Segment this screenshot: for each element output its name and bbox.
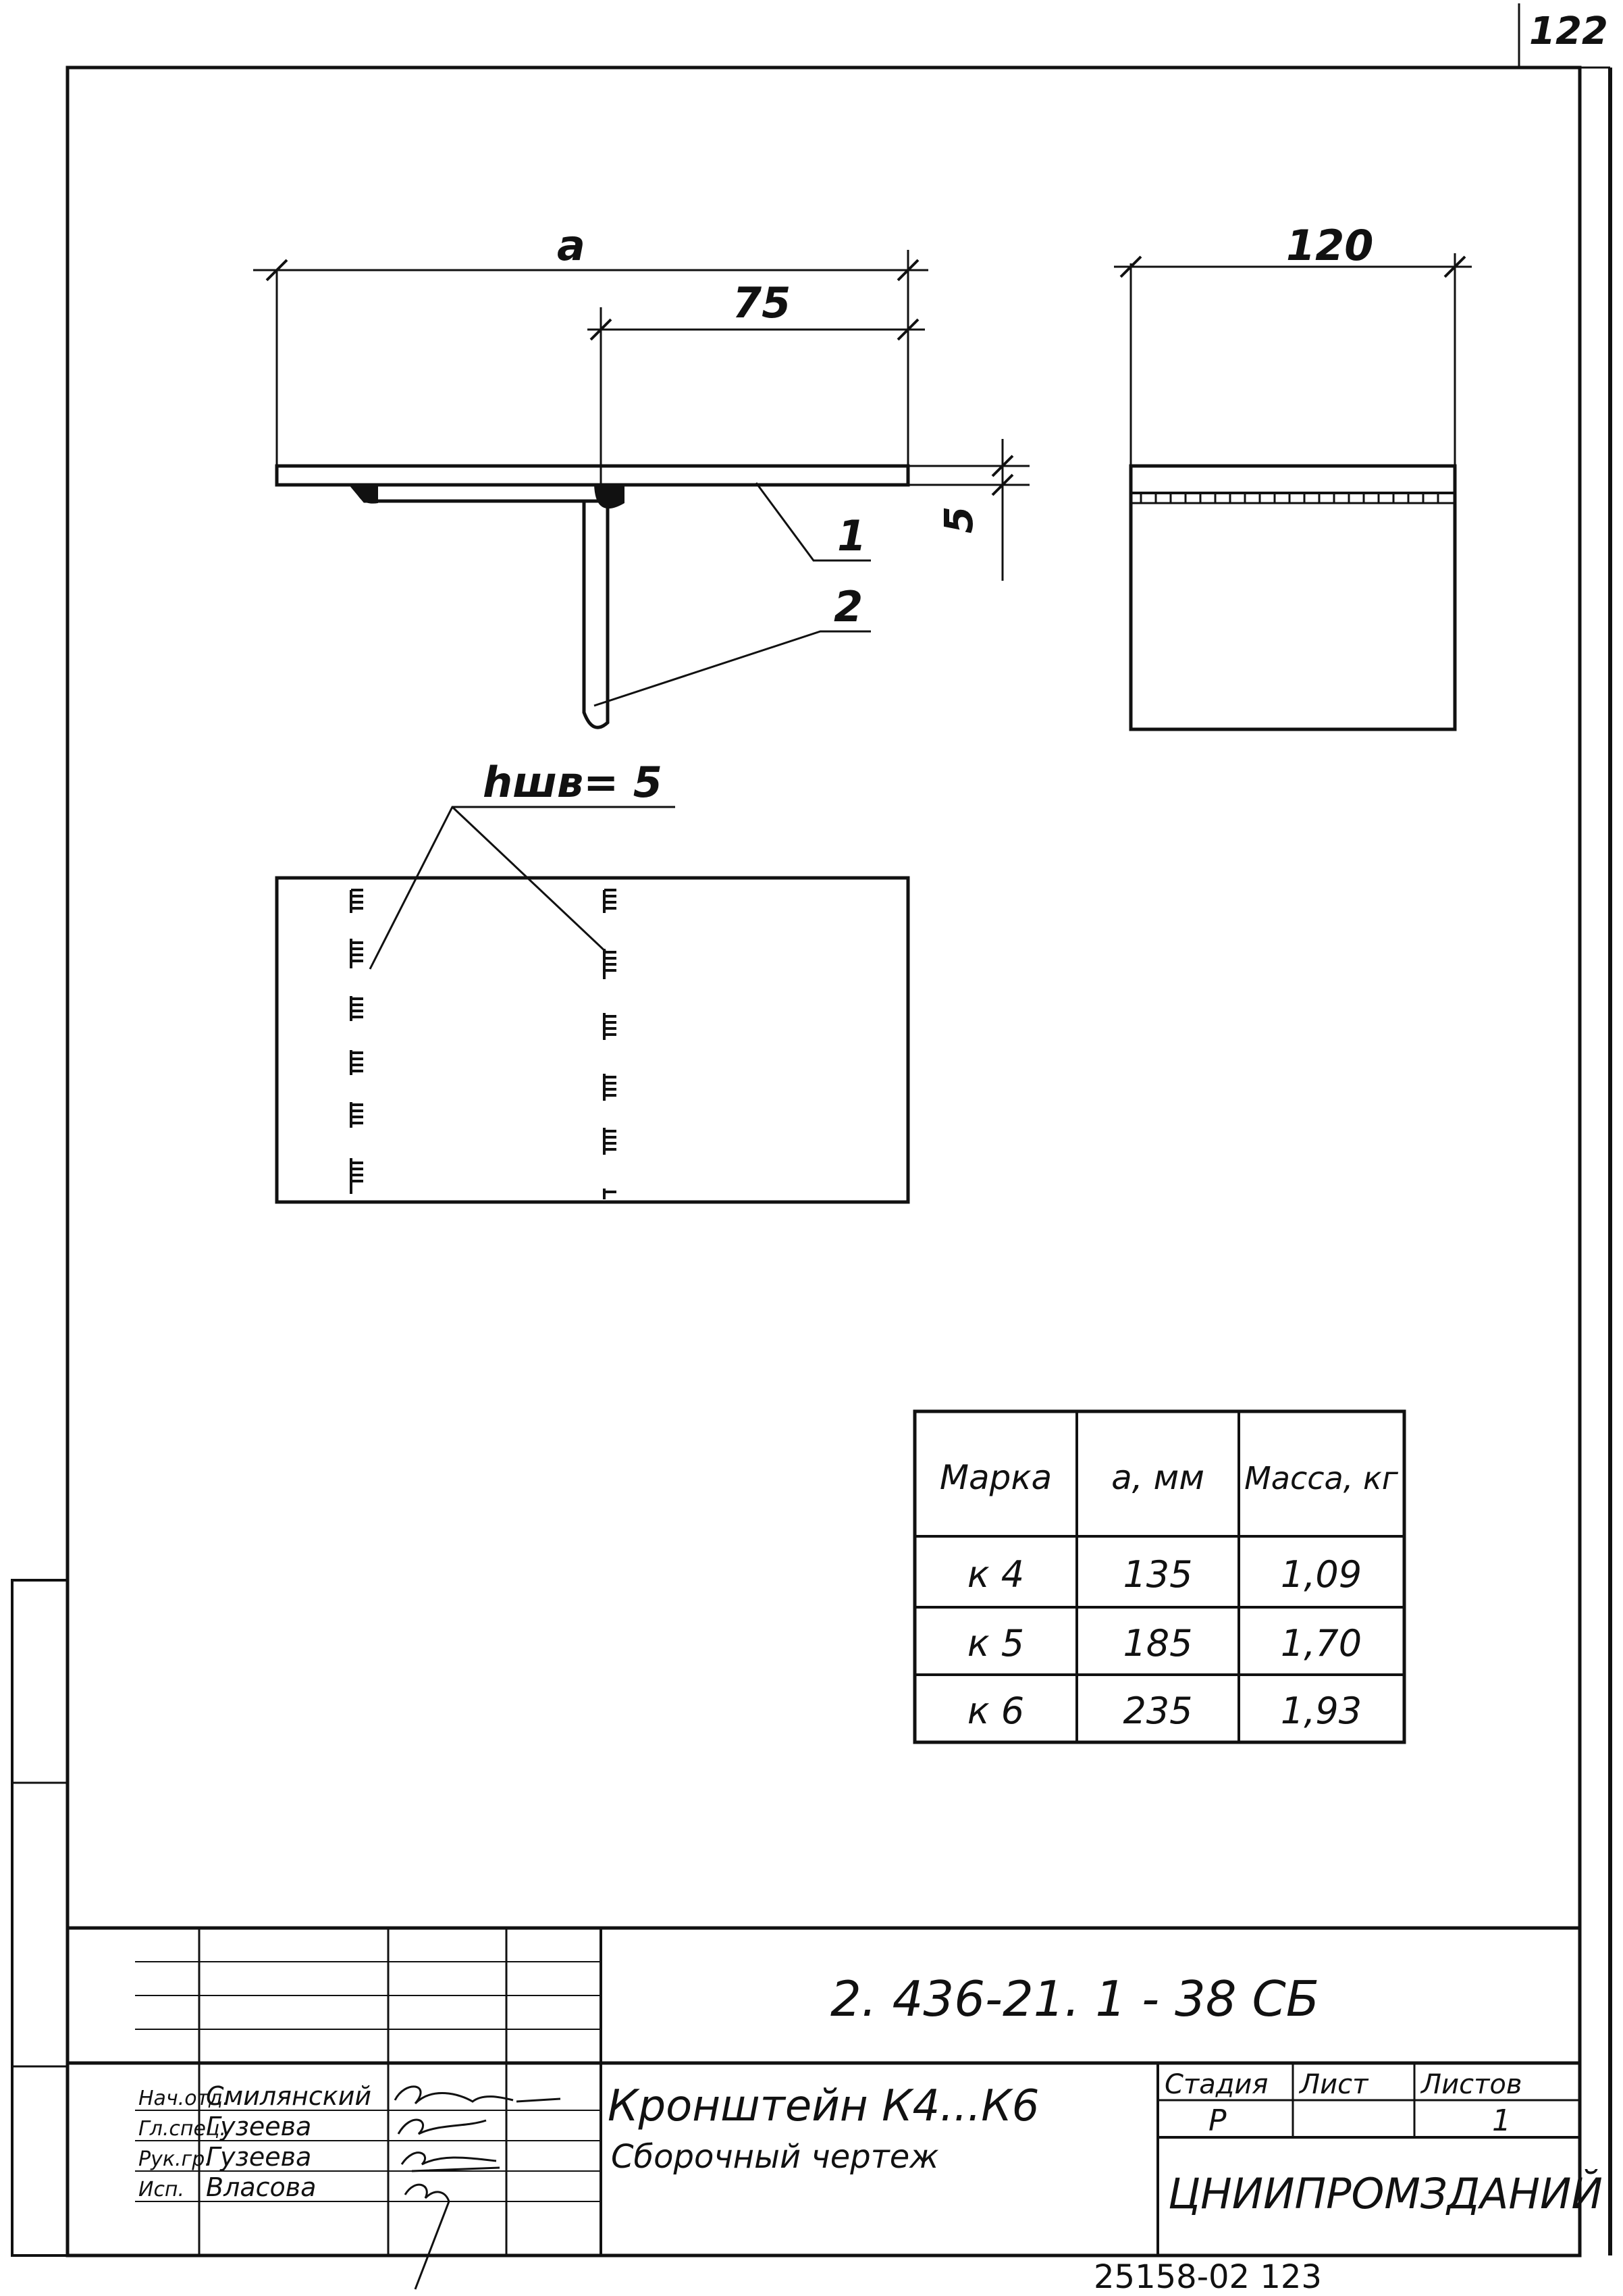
weld-symbols-left — [350, 889, 363, 1194]
signer-role: Гл.спец. — [138, 2117, 226, 2141]
weld-symbols-right — [603, 889, 616, 1199]
table-row-k6-a: 235 — [1123, 1690, 1192, 1732]
mark-table — [913, 1409, 1406, 1744]
sheet-label: Лист — [1298, 2069, 1369, 2100]
weld-size-note: hшв= 5 — [483, 758, 662, 807]
signer-name: Власова — [206, 2172, 316, 2202]
signer-name: Смилянский — [206, 2081, 371, 2111]
side-view — [1114, 253, 1472, 731]
table-row-k6-mass: 1,93 — [1281, 1690, 1362, 1732]
part-2-label: 2 — [834, 582, 863, 631]
sheet-frame — [11, 3, 1612, 2258]
dimension-a-label: a — [557, 221, 585, 270]
title-block — [68, 1926, 1580, 2255]
table-row-k4-mark: к 4 — [967, 1553, 1024, 1596]
bottom-archive-number: 25158-02 123 — [1094, 2258, 1322, 2296]
dimension-75-label: 75 — [733, 278, 791, 328]
table-header-a: a, мм — [1111, 1458, 1204, 1497]
table-header-mass: Масса, кг — [1244, 1460, 1399, 1496]
stage-value: Р — [1208, 2104, 1227, 2138]
corner-sheet-number: 122 — [1529, 9, 1608, 53]
sheets-label: Листов — [1420, 2069, 1522, 2100]
dimension-120-label: 120 — [1286, 221, 1373, 270]
weld-bead — [594, 485, 624, 509]
part-1-label: 1 — [837, 511, 866, 560]
front-view — [253, 250, 1030, 729]
signer-name: Гузеева — [206, 2112, 311, 2141]
signature — [394, 2085, 561, 2290]
table-row-k5-mass: 1,70 — [1281, 1622, 1362, 1665]
table-row-k4-mass: 1,09 — [1281, 1553, 1362, 1596]
organization-name: ЦНИИПРОМЗДАНИЙ — [1168, 2168, 1603, 2218]
stage-label: Стадия — [1165, 2069, 1268, 2100]
table-row-k6-mark: к 6 — [967, 1690, 1024, 1732]
drawing-subtitle: Сборочный чертеж — [611, 2138, 939, 2176]
signer-role: Рук.гр. — [138, 2147, 211, 2171]
table-row-k4-a: 135 — [1123, 1553, 1192, 1596]
signer-name: Гузеева — [206, 2142, 311, 2172]
document-code: 2. 436-21. 1 - 38 СБ — [830, 1971, 1319, 2027]
plan-view — [275, 806, 910, 1204]
signer-role: Исп. — [138, 2178, 184, 2201]
weld-bead — [354, 485, 378, 504]
dimension-thickness-label: 5 — [936, 506, 982, 533]
sheets-value: 1 — [1492, 2104, 1511, 2138]
table-header-mark: Марка — [940, 1458, 1052, 1497]
table-row-k5-mark: к 5 — [967, 1622, 1024, 1665]
table-row-k5-a: 185 — [1123, 1622, 1192, 1665]
side-weld-hatch — [1140, 493, 1439, 503]
drawing-title: Кронштейн К4...К6 — [608, 2081, 1039, 2131]
signer-role: Нач.отд. — [138, 2087, 229, 2110]
